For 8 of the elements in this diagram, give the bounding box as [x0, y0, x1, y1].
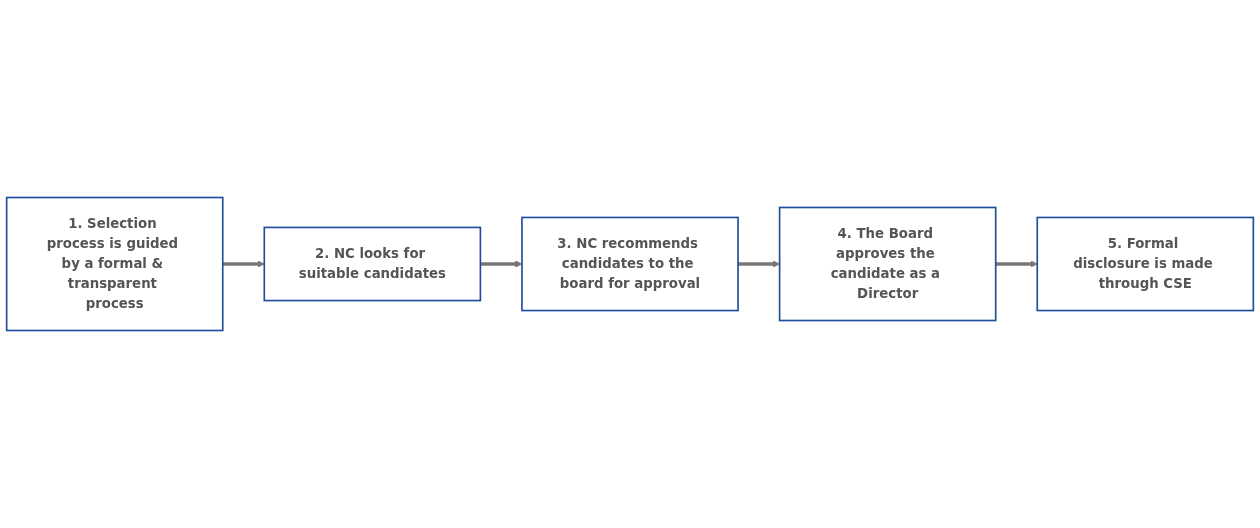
node-box: 4. The Board approves the candidate as a Director	[778, 206, 997, 322]
arrow	[995, 260, 1038, 268]
node-box: 5. Formal disclosure is made through CSE	[1036, 216, 1255, 312]
node-box: 2. NC looks for suitable candidates	[263, 226, 482, 302]
node-box: 3. NC recommends candidates to the board for approval	[521, 216, 739, 312]
node-box: 1. Selection process is guided by a formal & transparent process	[5, 196, 224, 332]
arrow	[738, 260, 780, 268]
arrow	[222, 260, 265, 268]
